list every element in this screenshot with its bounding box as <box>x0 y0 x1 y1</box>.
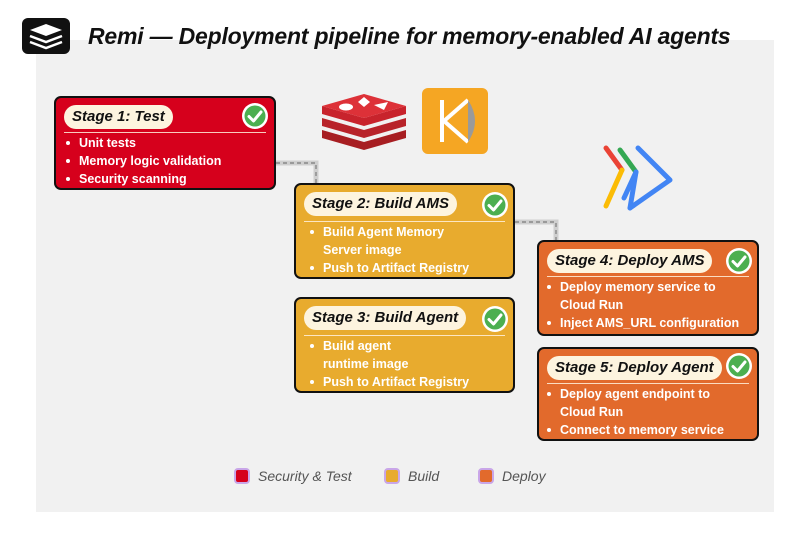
list-item: Build agent <box>308 337 469 355</box>
divider <box>547 276 749 277</box>
divider <box>547 383 749 384</box>
stage-items: Build Agent Memory Server image Push to … <box>308 223 469 277</box>
list-item: Build Agent Memory <box>308 223 469 241</box>
legend-build: Build <box>384 468 439 484</box>
list-item-continuation: Cloud Run <box>545 296 739 314</box>
list-item: Connect to memory service <box>545 421 724 439</box>
legend-deploy: Deploy <box>478 468 546 484</box>
list-item: Unit tests <box>64 134 221 152</box>
redis-logo <box>322 94 406 150</box>
stage-build-agent: Stage 3: Build Agent Build agent runtime… <box>294 297 515 393</box>
list-item: Push to Artifact Registry <box>308 259 469 277</box>
stage-items: Unit tests Memory logic validation Secur… <box>64 134 221 188</box>
check-icon <box>242 103 268 129</box>
list-item-continuation: Cloud Run <box>545 403 724 421</box>
stage-title: Stage 3: Build Agent <box>304 306 467 330</box>
stage-items: Build agent runtime image Push to Artifa… <box>308 337 469 391</box>
stage-title: Stage 4: Deploy AMS <box>547 249 713 273</box>
list-item: Inject AMS_URL configuration <box>545 314 739 332</box>
legend-swatch <box>384 468 400 484</box>
list-item: Deploy agent endpoint to <box>545 385 724 403</box>
legend-label: Build <box>408 468 440 484</box>
stage-title: Stage 2: Build AMS <box>304 192 457 216</box>
legend-swatch <box>478 468 494 484</box>
stacked-layers-logo-icon <box>22 18 70 54</box>
list-item-text: runtime image <box>323 357 409 371</box>
legend-swatch <box>234 468 250 484</box>
check-icon <box>482 192 508 218</box>
check-icon <box>726 353 752 379</box>
list-item-text: Cloud Run <box>560 405 624 419</box>
divider <box>304 335 505 336</box>
stage-build-ams: Stage 2: Build AMS Build Agent Memory Se… <box>294 183 515 279</box>
list-item-text: Cloud Run <box>560 298 624 312</box>
list-item-text: Server image <box>323 243 402 257</box>
stage-items: Deploy agent endpoint to Cloud Run Conne… <box>545 385 724 439</box>
kubeflow-like-logo <box>422 88 488 154</box>
stage-title: Stage 1: Test <box>64 105 173 129</box>
stage-deploy-ams: Stage 4: Deploy AMS Deploy memory servic… <box>537 240 759 336</box>
list-item: Memory logic validation <box>64 152 221 170</box>
list-item: Push to Artifact Registry <box>308 373 469 391</box>
check-icon <box>482 306 508 332</box>
cloud-deploy-logo <box>603 145 673 211</box>
stage-title: Stage 5: Deploy Agent <box>547 356 722 380</box>
list-item-continuation: Server image <box>308 241 469 259</box>
divider <box>64 132 266 133</box>
stage-test: Stage 1: Test Unit tests Memory logic va… <box>54 96 276 190</box>
check-icon <box>726 248 752 274</box>
stage-items: Deploy memory service to Cloud Run Injec… <box>545 278 739 332</box>
header: Remi — Deployment pipeline for memory-en… <box>20 16 731 56</box>
legend-label: Deploy <box>502 468 546 484</box>
page-title: Remi — Deployment pipeline for memory-en… <box>88 22 731 49</box>
divider <box>304 221 505 222</box>
list-item: Security scanning <box>64 170 221 188</box>
list-item: Deploy memory service to <box>545 278 739 296</box>
list-item-continuation: runtime image <box>308 355 469 373</box>
legend-security-test: Security & Test <box>234 468 352 484</box>
stage-deploy-agent: Stage 5: Deploy Agent Deploy agent endpo… <box>537 347 759 441</box>
legend-label: Security & Test <box>258 468 352 484</box>
